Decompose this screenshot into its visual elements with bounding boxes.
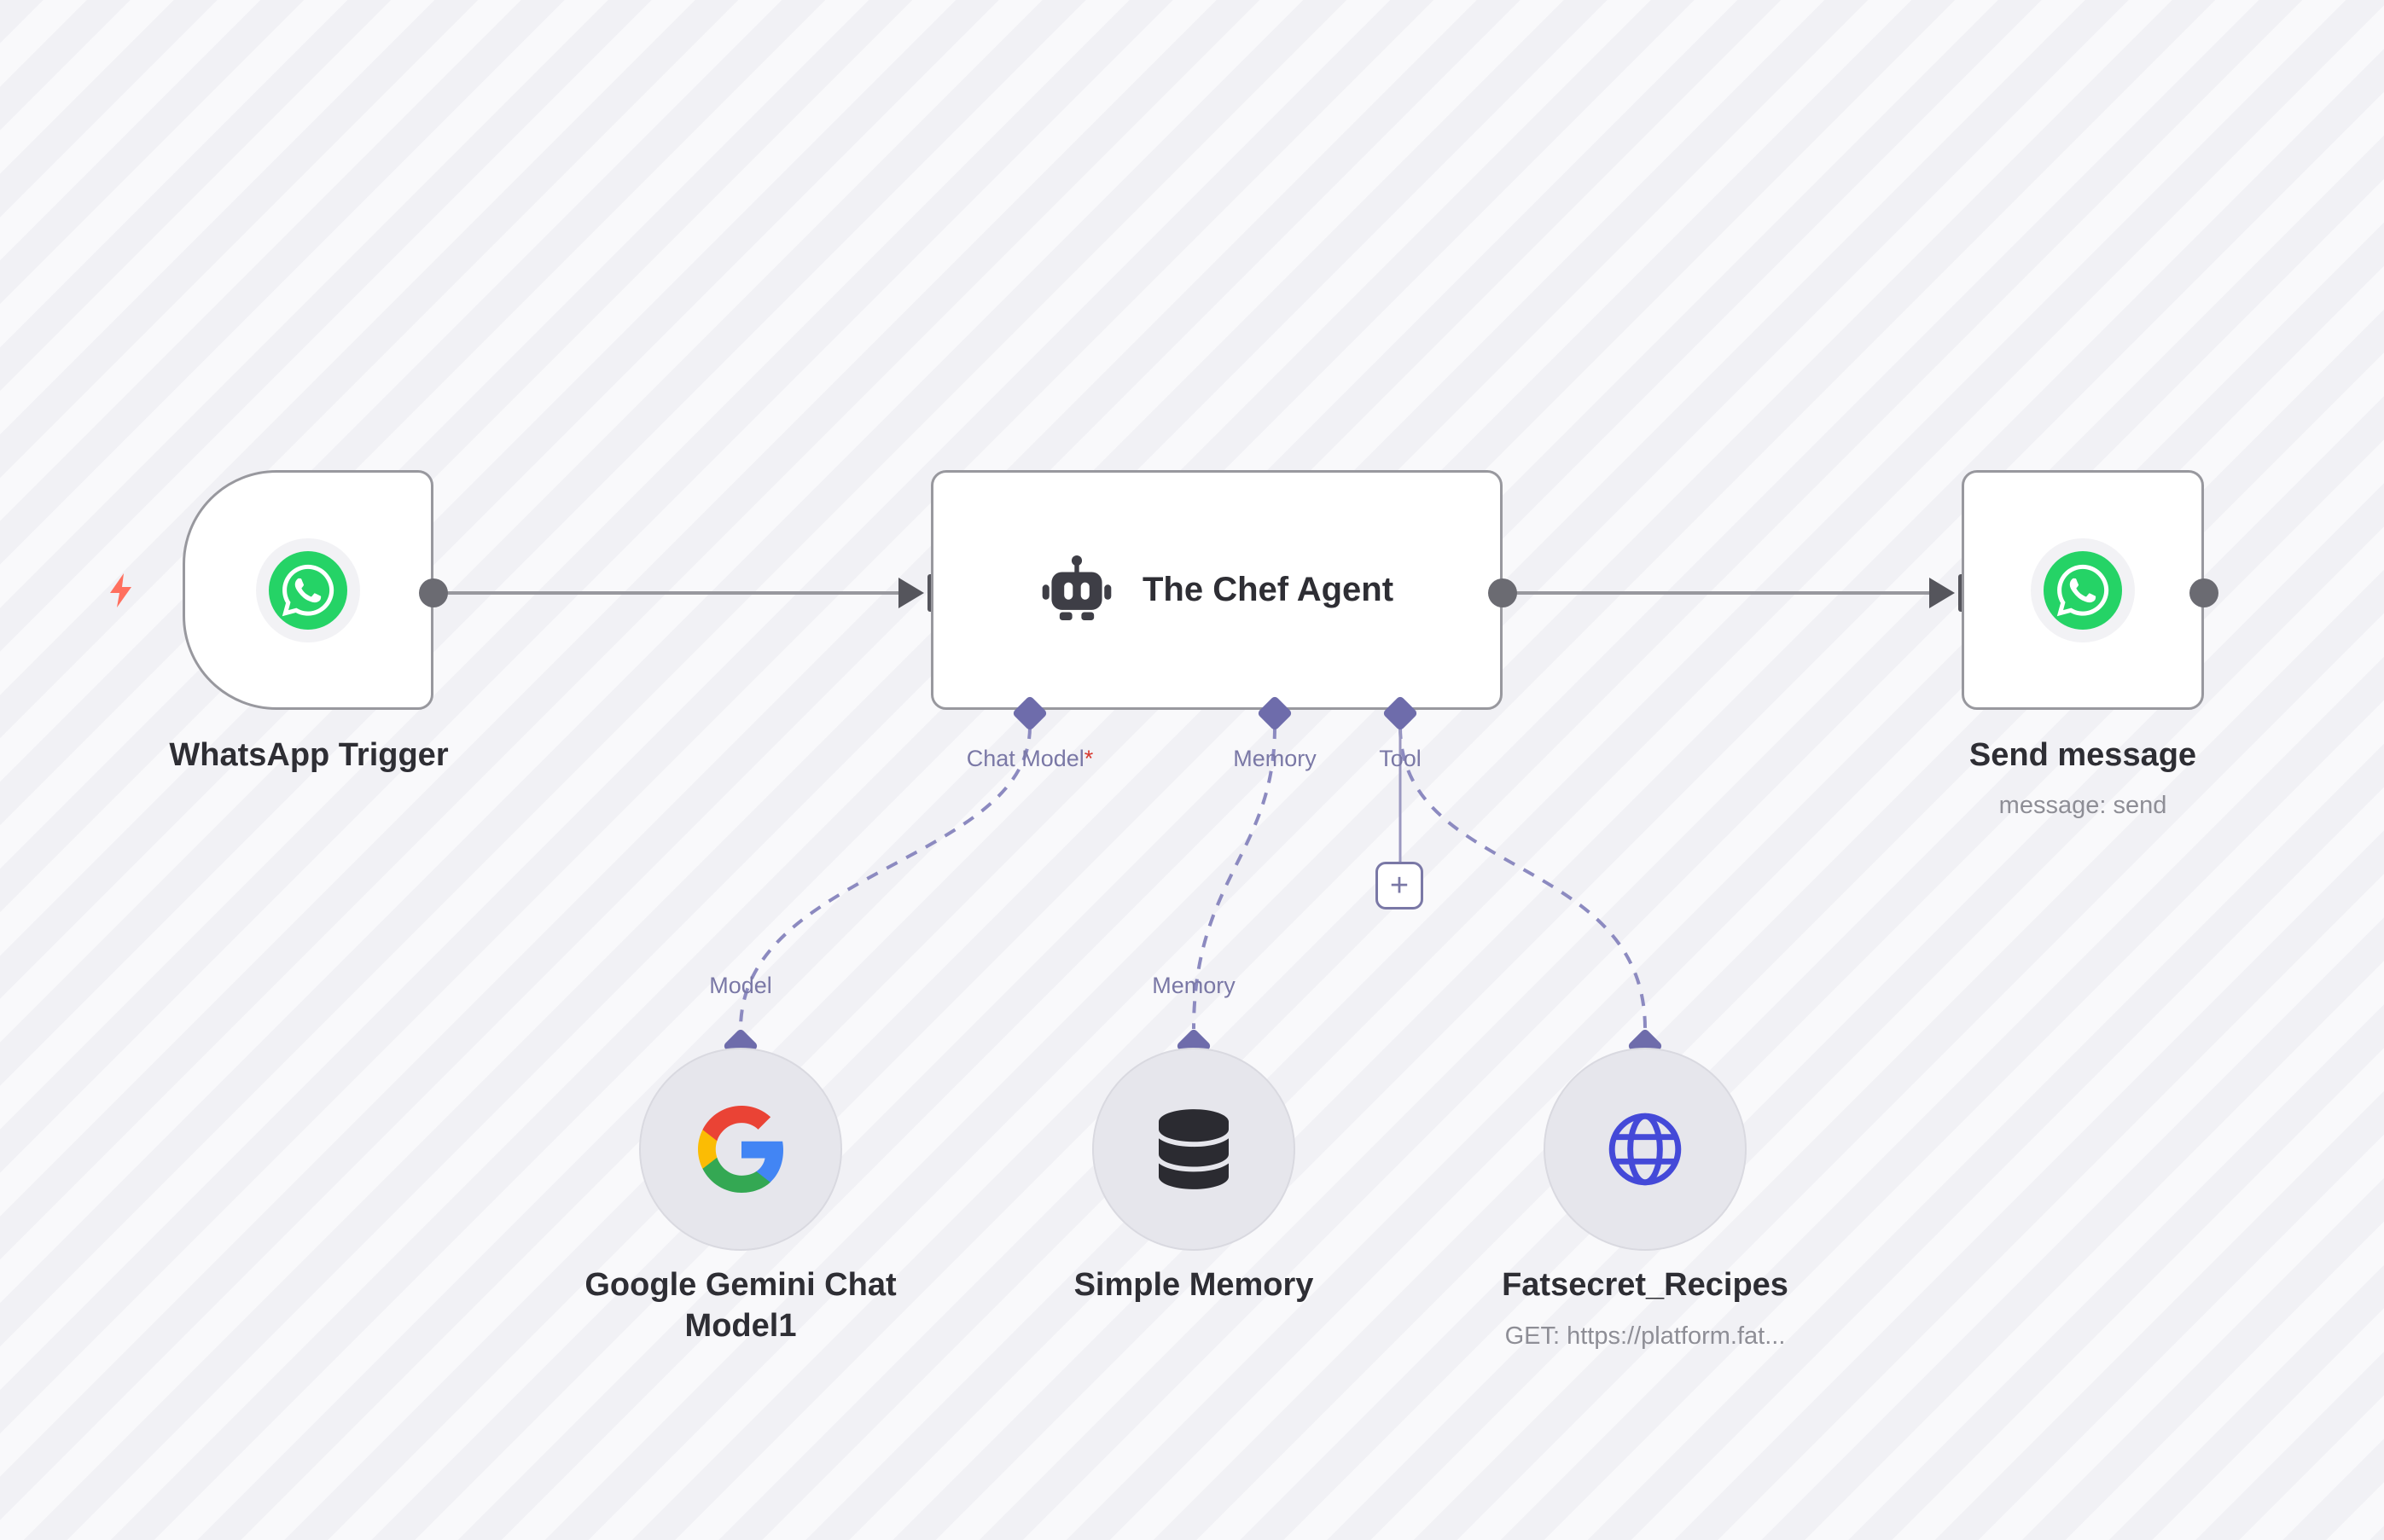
output-port-agent[interactable] (1488, 578, 1517, 607)
whatsapp-icon-halo (256, 538, 360, 642)
chat-model-port-text: Chat Model (966, 746, 1084, 771)
endpoint-label-memory: Memory (1152, 973, 1236, 998)
trigger-node-label: WhatsApp Trigger (169, 737, 449, 773)
gemini-node-label: Google Gemini Chat Model1 (584, 1267, 897, 1344)
node-send-message[interactable] (1962, 470, 2204, 710)
simple-memory-node-label: Simple Memory (1073, 1267, 1314, 1303)
globe-icon (1608, 1113, 1682, 1186)
connection-memory-simplememory[interactable] (1192, 726, 1276, 1030)
endpoint-label-model: Model (709, 973, 772, 998)
node-simple-memory[interactable] (1092, 1048, 1295, 1251)
output-port-trigger[interactable] (419, 578, 448, 607)
output-port-send[interactable] (2189, 578, 2218, 607)
database-icon (1159, 1109, 1229, 1189)
add-tool-button[interactable]: + (1375, 862, 1423, 909)
node-whatsapp-trigger[interactable] (183, 470, 433, 710)
input-port-agent (898, 574, 935, 612)
fatsecret-node-subtitle: GET: https://platform.fat... (1504, 1322, 1786, 1350)
google-icon (698, 1106, 783, 1193)
node-google-gemini-chat-model[interactable] (639, 1048, 842, 1251)
node-fatsecret-recipes[interactable] (1544, 1048, 1747, 1251)
node-chef-agent[interactable]: The Chef Agent (931, 470, 1503, 710)
whatsapp-icon (2044, 550, 2122, 630)
fatsecret-node-label: Fatsecret_Recipes (1502, 1267, 1788, 1303)
robot-icon (1042, 555, 1112, 620)
send-node-subtitle: message: send (1998, 792, 2167, 819)
lightning-bolt-icon (110, 573, 131, 607)
port-label-chat-model: Chat Model* (902, 746, 1158, 772)
agent-node-title: The Chef Agent (1142, 571, 1394, 608)
whatsapp-icon (269, 550, 347, 630)
whatsapp-icon-halo (2031, 538, 2135, 642)
connection-tool-fatsecret[interactable] (1398, 726, 1647, 1030)
input-port-send (1929, 574, 1966, 612)
plus-icon: + (1389, 868, 1410, 904)
send-node-label: Send message (1968, 737, 2197, 773)
port-label-tool: Tool (1379, 746, 1422, 771)
connection-chatmodel-gemini[interactable] (739, 726, 1032, 1030)
chat-model-required-mark: * (1084, 746, 1094, 771)
port-label-memory: Memory (1233, 746, 1317, 771)
